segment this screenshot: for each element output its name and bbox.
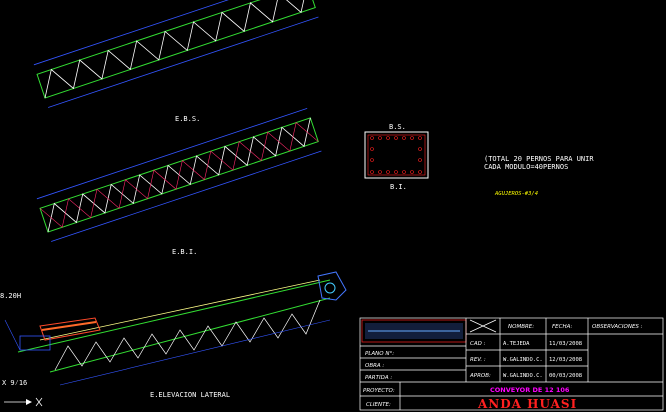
field-proyecto: PROYECTO: <box>363 388 395 394</box>
title-block <box>359 317 664 411</box>
row-rev-date: 12/03/2008 <box>549 357 582 363</box>
note-line-2: CADA MODULO=40PERNOS <box>484 163 568 171</box>
label-scale: X 9⁄16 <box>2 379 27 387</box>
label-bi: B.I. <box>390 183 407 191</box>
arrow-right-icon <box>4 399 32 405</box>
row-rev-name: W.GALINDO.C. <box>503 357 543 363</box>
label-elevacion: E.ELEVACION LATERAL <box>150 391 230 399</box>
row-cad-role: CAD : <box>470 341 486 347</box>
label-ebs: E.B.S. <box>175 115 200 123</box>
header-observaciones: OBSERVACIONES : <box>592 324 643 330</box>
header-nombre: NOMBRE: <box>508 324 534 330</box>
header-fecha: FECHA: <box>552 324 572 330</box>
field-cliente: CLIENTE: <box>366 402 391 408</box>
label-ebi: E.B.I. <box>172 248 197 256</box>
row-cad-date: 11/03/2008 <box>549 341 582 347</box>
row-aprob-name: W.GALINDO.C. <box>503 373 543 379</box>
row-cad-name: A.TEJEDA <box>503 341 530 347</box>
label-agujeros: AGUJEROS-#3/4 <box>494 191 538 197</box>
label-height: 8.20H <box>0 292 21 300</box>
row-rev-role: REV. : <box>470 357 486 363</box>
field-partida: PARTIDA : <box>365 375 392 381</box>
row-aprob-date: 00/03/2008 <box>549 373 582 379</box>
truss-ebs <box>33 0 319 108</box>
truss-elevacion-lateral <box>4 271 347 386</box>
field-obra: OBRA : <box>365 363 384 369</box>
x-mark-icon <box>35 397 43 407</box>
proyecto-value: CONVEYOR DE 12 106 <box>490 386 570 394</box>
truss-ebi <box>36 107 322 242</box>
bolt-plate <box>364 131 429 179</box>
label-bs: B.S. <box>389 123 406 131</box>
note-line-1: (TOTAL 20 PERNOS PARA UNIR <box>484 155 594 163</box>
field-plano: PLANO N°: <box>365 351 394 357</box>
row-aprob-role: APROB: <box>469 373 491 379</box>
logo <box>365 323 463 339</box>
cliente-value: ANDA HUASI <box>477 397 577 411</box>
